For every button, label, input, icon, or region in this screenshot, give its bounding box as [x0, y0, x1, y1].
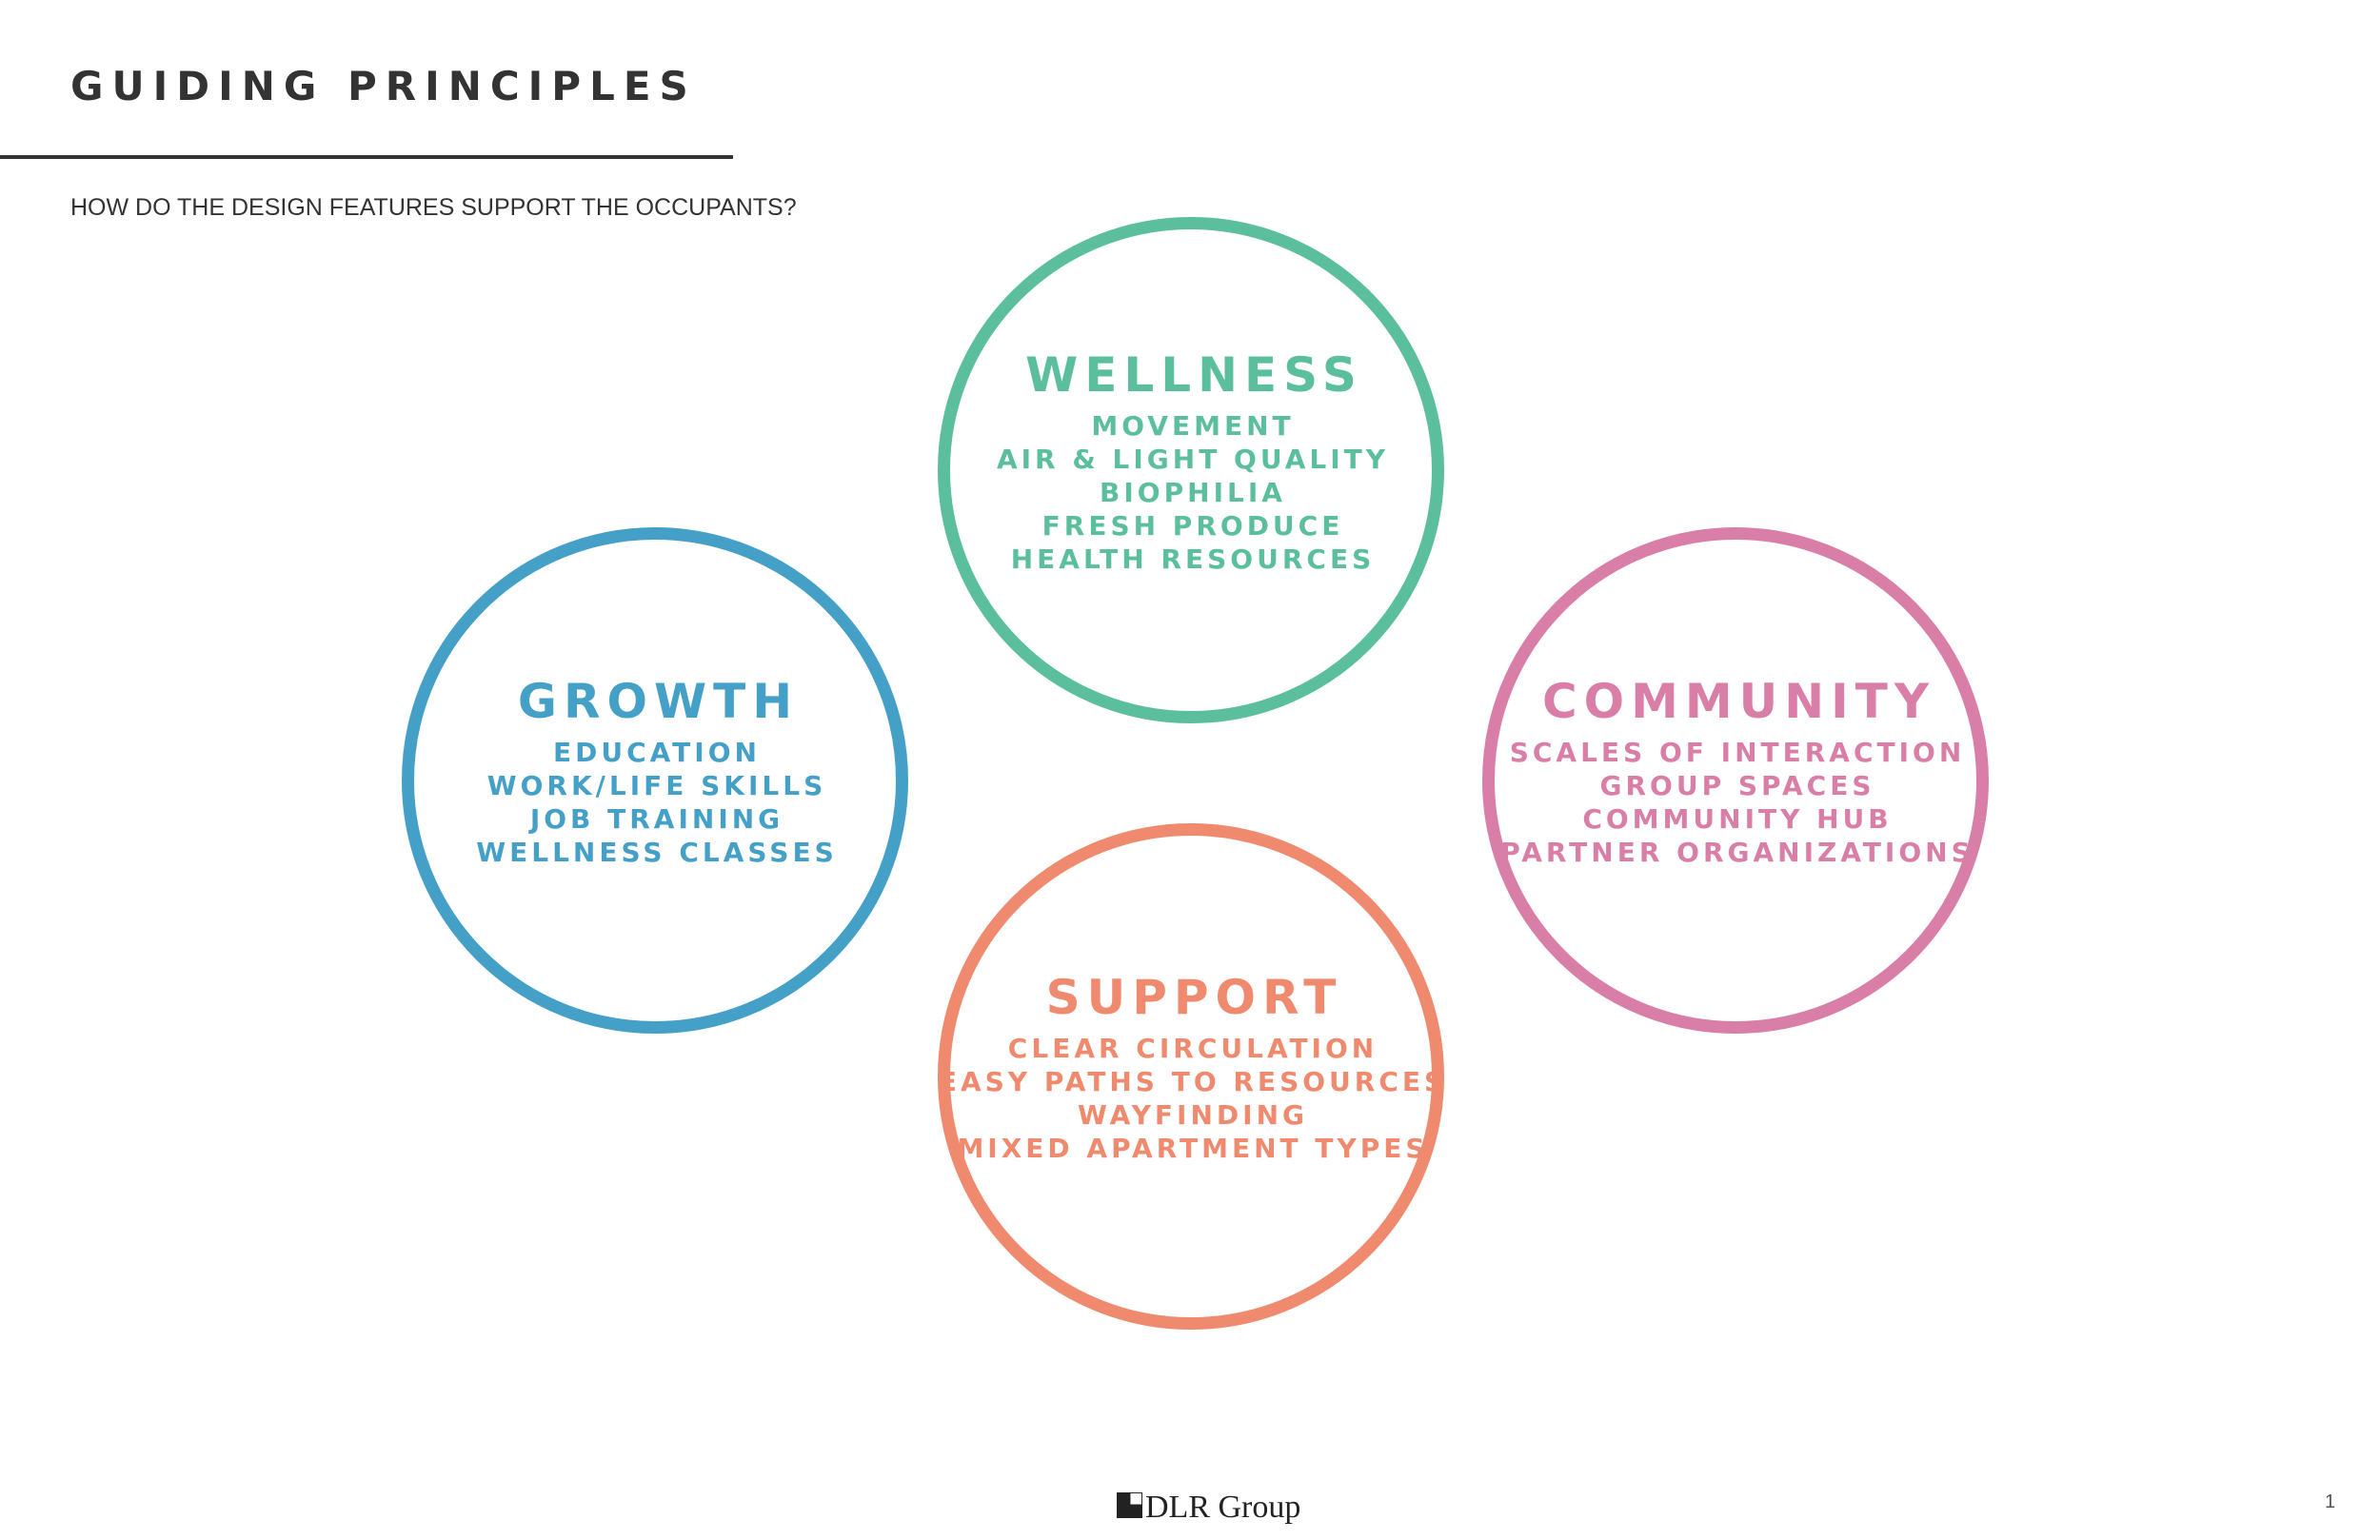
community-item: COMMUNITY HUB: [1582, 803, 1893, 835]
growth-item: WORK/LIFE SKILLS: [486, 770, 827, 801]
wellness-title: WELLNESS: [1025, 346, 1363, 403]
wellness-item: BIOPHILIA: [1100, 476, 1286, 508]
support-item: EASY PATHS TO RESOURCES: [938, 1066, 1448, 1097]
growth-title: GROWTH: [517, 674, 800, 729]
support-item: CLEAR CIRCULATION: [1007, 1033, 1378, 1064]
wellness-circle: WELLNESS MOVEMENT AIR & LIGHT QUALITY BI…: [938, 217, 1444, 723]
growth-item: JOB TRAINING: [529, 803, 784, 835]
page-number: 1: [2325, 1491, 2336, 1512]
support-item: MIXED APARTMENT TYPES: [957, 1133, 1429, 1164]
support-items: CLEAR CIRCULATION EASY PATHS TO RESOURCE…: [935, 1032, 1447, 1165]
page-title: GUIDING PRINCIPLES: [70, 63, 697, 109]
community-item: PARTNER ORGANIZATIONS: [1500, 837, 1974, 868]
page-subtitle: HOW DO THE DESIGN FEATURES SUPPORT THE O…: [70, 194, 797, 221]
growth-item: EDUCATION: [553, 737, 761, 768]
community-title: COMMUNITY: [1541, 674, 1936, 729]
growth-item: WELLNESS CLASSES: [476, 837, 838, 868]
community-item: GROUP SPACES: [1599, 770, 1875, 801]
growth-items: EDUCATION WORK/LIFE SKILLS JOB TRAINING …: [472, 736, 838, 869]
dlr-group-logo: DLR Group: [1117, 1491, 1300, 1524]
title-divider: [0, 155, 733, 159]
dlr-logo-icon: [1117, 1492, 1142, 1518]
community-circle: COMMUNITY SCALES OF INTERACTION GROUP SP…: [1482, 527, 1989, 1034]
logo-text: DLR Group: [1145, 1490, 1301, 1525]
support-item: WAYFINDING: [1078, 1099, 1308, 1131]
community-items: SCALES OF INTERACTION GROUP SPACES COMMU…: [1497, 736, 1973, 869]
support-title: SUPPORT: [1045, 970, 1343, 1025]
wellness-items: MOVEMENT AIR & LIGHT QUALITY BIOPHILIA F…: [993, 409, 1389, 576]
wellness-item: FRESH PRODUCE: [1041, 509, 1344, 542]
wellness-item: AIR & LIGHT QUALITY: [996, 443, 1390, 475]
support-circle: SUPPORT CLEAR CIRCULATION EASY PATHS TO …: [938, 823, 1444, 1330]
community-item: SCALES OF INTERACTION: [1509, 737, 1966, 768]
wellness-item: HEALTH RESOURCES: [1010, 543, 1376, 575]
wellness-item: MOVEMENT: [1091, 409, 1295, 442]
growth-circle: GROWTH EDUCATION WORK/LIFE SKILLS JOB TR…: [402, 527, 908, 1034]
